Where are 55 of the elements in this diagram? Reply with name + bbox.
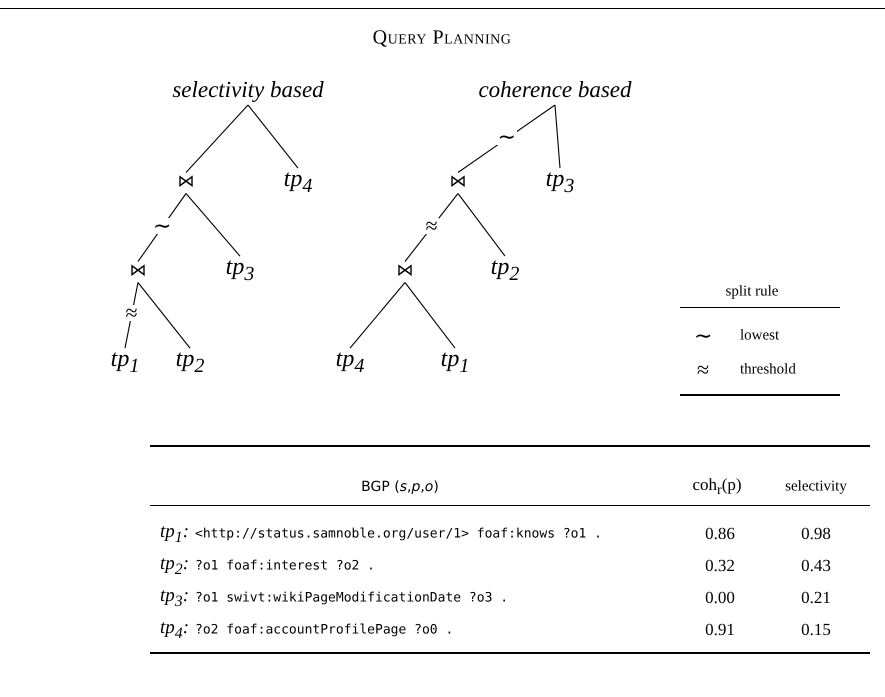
edge-label: ≈ xyxy=(124,305,139,322)
legend-text: threshold xyxy=(740,362,796,378)
join-symbol: ⋈ xyxy=(396,260,414,280)
tree-branch xyxy=(248,104,298,168)
table-value: 0.00 xyxy=(705,588,735,608)
edge-label: ∼ xyxy=(152,218,172,234)
triple-pattern-label: tp$_{3}$ xyxy=(226,254,254,286)
triple-pattern-label: tp$_{4}$ xyxy=(336,346,364,378)
tree-branch xyxy=(186,193,240,256)
diagram-title: Query Planning xyxy=(372,26,512,50)
table-value: 0.21 xyxy=(801,588,831,608)
edge-label: ∼ xyxy=(496,128,516,145)
join-symbol: ⋈ xyxy=(450,170,466,192)
column-header: BGP (s,p,o) xyxy=(361,479,439,495)
legend-symbol: ≈ xyxy=(696,357,710,383)
tree-heading: coherence based xyxy=(478,77,632,103)
legend-text: lowest xyxy=(740,328,780,344)
triple-pattern-label: tp$_{4}$ xyxy=(284,166,312,198)
join-symbol: ⋈ xyxy=(178,170,194,192)
row-label: tp$_{2}$: xyxy=(160,553,190,579)
tree-branch xyxy=(458,193,506,256)
tree-heading: selectivity based xyxy=(172,77,324,103)
column-header: coh$_{r}$(p) xyxy=(692,474,742,500)
tree-branch xyxy=(404,193,458,262)
triple-pattern-label: tp$_{1}$ xyxy=(110,346,140,378)
tree-branch xyxy=(186,104,248,173)
row-label: tp$_{1}$: xyxy=(160,521,190,547)
column-header: selectivity xyxy=(785,478,847,496)
triple-pattern: ?o1 foaf:interest ?o2 . xyxy=(195,558,376,574)
legend-symbol: ∼ xyxy=(694,323,712,349)
tree-branch xyxy=(350,282,406,348)
triple-pattern-label: tp$_{2}$ xyxy=(490,254,520,286)
table-value: 0.91 xyxy=(705,620,735,640)
row-label: tp$_{3}$: xyxy=(160,585,190,611)
triple-pattern-label: tp$_{3}$ xyxy=(546,166,574,198)
tree-branch xyxy=(124,282,139,348)
row-label: tp$_{4}$: xyxy=(160,617,190,643)
triple-pattern: ?o2 foaf:accountProfilePage ?o0 . xyxy=(195,622,454,638)
tree-branch xyxy=(138,193,186,262)
table-value: 0.32 xyxy=(705,556,735,576)
triple-pattern: ?o1 swivt:wikiPageModificationDate ?o3 . xyxy=(195,590,508,606)
tree-branch xyxy=(138,282,190,348)
triple-pattern-label: tp$_{2}$ xyxy=(176,346,204,378)
table-value: 0.98 xyxy=(801,524,831,544)
table-value: 0.43 xyxy=(801,556,831,576)
triple-pattern: <http://status.samnoble.org/user/1> foaf:knows ?o1 . xyxy=(195,526,602,542)
triple-pattern-label: tp$_{1}$ xyxy=(440,346,470,378)
table-value: 0.15 xyxy=(801,620,831,640)
table-value: 0.86 xyxy=(705,524,735,544)
tree-branch xyxy=(458,104,556,173)
tree-branch xyxy=(554,104,561,168)
tree-branch xyxy=(404,282,456,348)
join-symbol: ⋈ xyxy=(130,260,146,280)
legend-heading: split rule xyxy=(726,284,778,300)
edge-label: ≈ xyxy=(424,218,439,234)
